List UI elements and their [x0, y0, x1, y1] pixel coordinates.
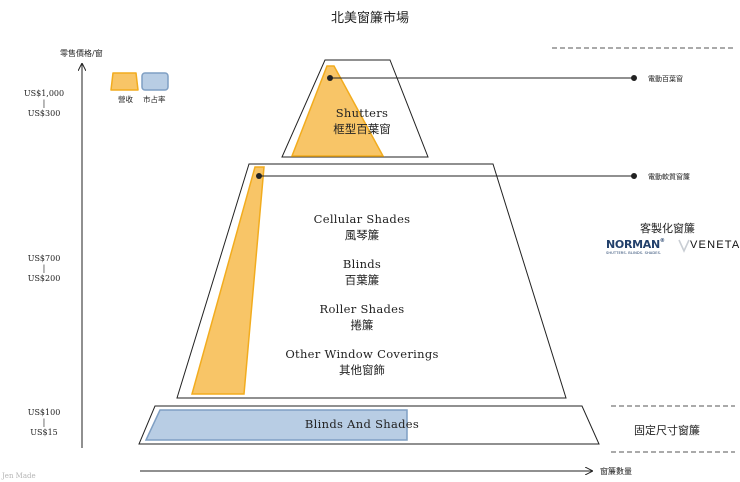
- price-sep: |: [42, 99, 46, 108]
- price-band-top: US$1,000 | US$300: [19, 89, 69, 119]
- segment-blinds-en: Blinds: [342, 257, 382, 271]
- legend-label-share: 市占率: [143, 95, 166, 104]
- segment-roller-en: Roller Shades: [319, 302, 405, 316]
- price-sep: |: [42, 418, 46, 427]
- middle-tier-outline: [176, 163, 567, 399]
- price-high: US$700: [27, 254, 61, 263]
- norman-logo: NORMAN®: [606, 238, 665, 251]
- diagram-title: 北美窗簾市場: [330, 11, 409, 26]
- callout-dot-start: [327, 75, 333, 81]
- side-label-fixed: 固定尺寸窗簾: [634, 424, 700, 437]
- segment-roller-zh: 捲簾: [350, 318, 374, 332]
- bottom-share-fill: [144, 409, 408, 441]
- middle-revenue-fill: [191, 166, 265, 395]
- segment-shutters-en: Shutters: [335, 106, 389, 120]
- veneta-chevron-icon: [678, 239, 690, 253]
- veneta-logo: VENETA: [690, 239, 740, 251]
- price-low: US$300: [27, 109, 61, 118]
- legend-swatch-revenue: [110, 72, 139, 91]
- norman-logo-name: NORMAN: [606, 238, 660, 251]
- side-label-custom: 客製化窗簾: [640, 222, 695, 235]
- credit-text: Jen Made: [2, 472, 36, 480]
- segment-shutters-zh: 框型百葉窗: [333, 122, 391, 136]
- price-band-middle: US$700 | US$200: [19, 254, 69, 284]
- x-axis-label: 窗簾數量: [600, 467, 632, 476]
- norman-tagline: SHUTTERS. BLINDS. SHADES.: [606, 251, 662, 255]
- segment-blinds-zh: 百葉簾: [344, 273, 380, 287]
- segment-other-en: Other Window Coverings: [285, 347, 439, 361]
- price-low: US$15: [30, 428, 58, 437]
- price-high: US$1,000: [23, 89, 65, 98]
- y-axis-label: 零售價格/窗: [60, 49, 103, 58]
- callout-motorized-soft-shades: 電動軟質窗簾: [648, 173, 690, 181]
- segment-blinds-and-shades-en: Blinds And Shades: [304, 417, 420, 431]
- legend-label-revenue: 營收: [118, 95, 133, 104]
- price-band-bottom: US$100 | US$15: [19, 408, 69, 438]
- norman-logo-mark: ®: [659, 238, 665, 244]
- price-low: US$200: [27, 274, 61, 283]
- callout-dot-end: [631, 75, 637, 81]
- top-revenue-fill: [290, 65, 385, 157]
- price-high: US$100: [27, 408, 61, 417]
- segment-other-zh: 其他窗飾: [339, 363, 385, 377]
- callout-motorized-blinds: 電動百葉窗: [648, 75, 683, 83]
- segment-cellular-en: Cellular Shades: [313, 212, 411, 226]
- callout-dot-end: [631, 173, 637, 179]
- callout-dot-start: [256, 173, 262, 179]
- legend-swatch-share: [141, 72, 169, 91]
- segment-cellular-zh: 風琴簾: [344, 228, 380, 242]
- price-sep: |: [42, 264, 46, 273]
